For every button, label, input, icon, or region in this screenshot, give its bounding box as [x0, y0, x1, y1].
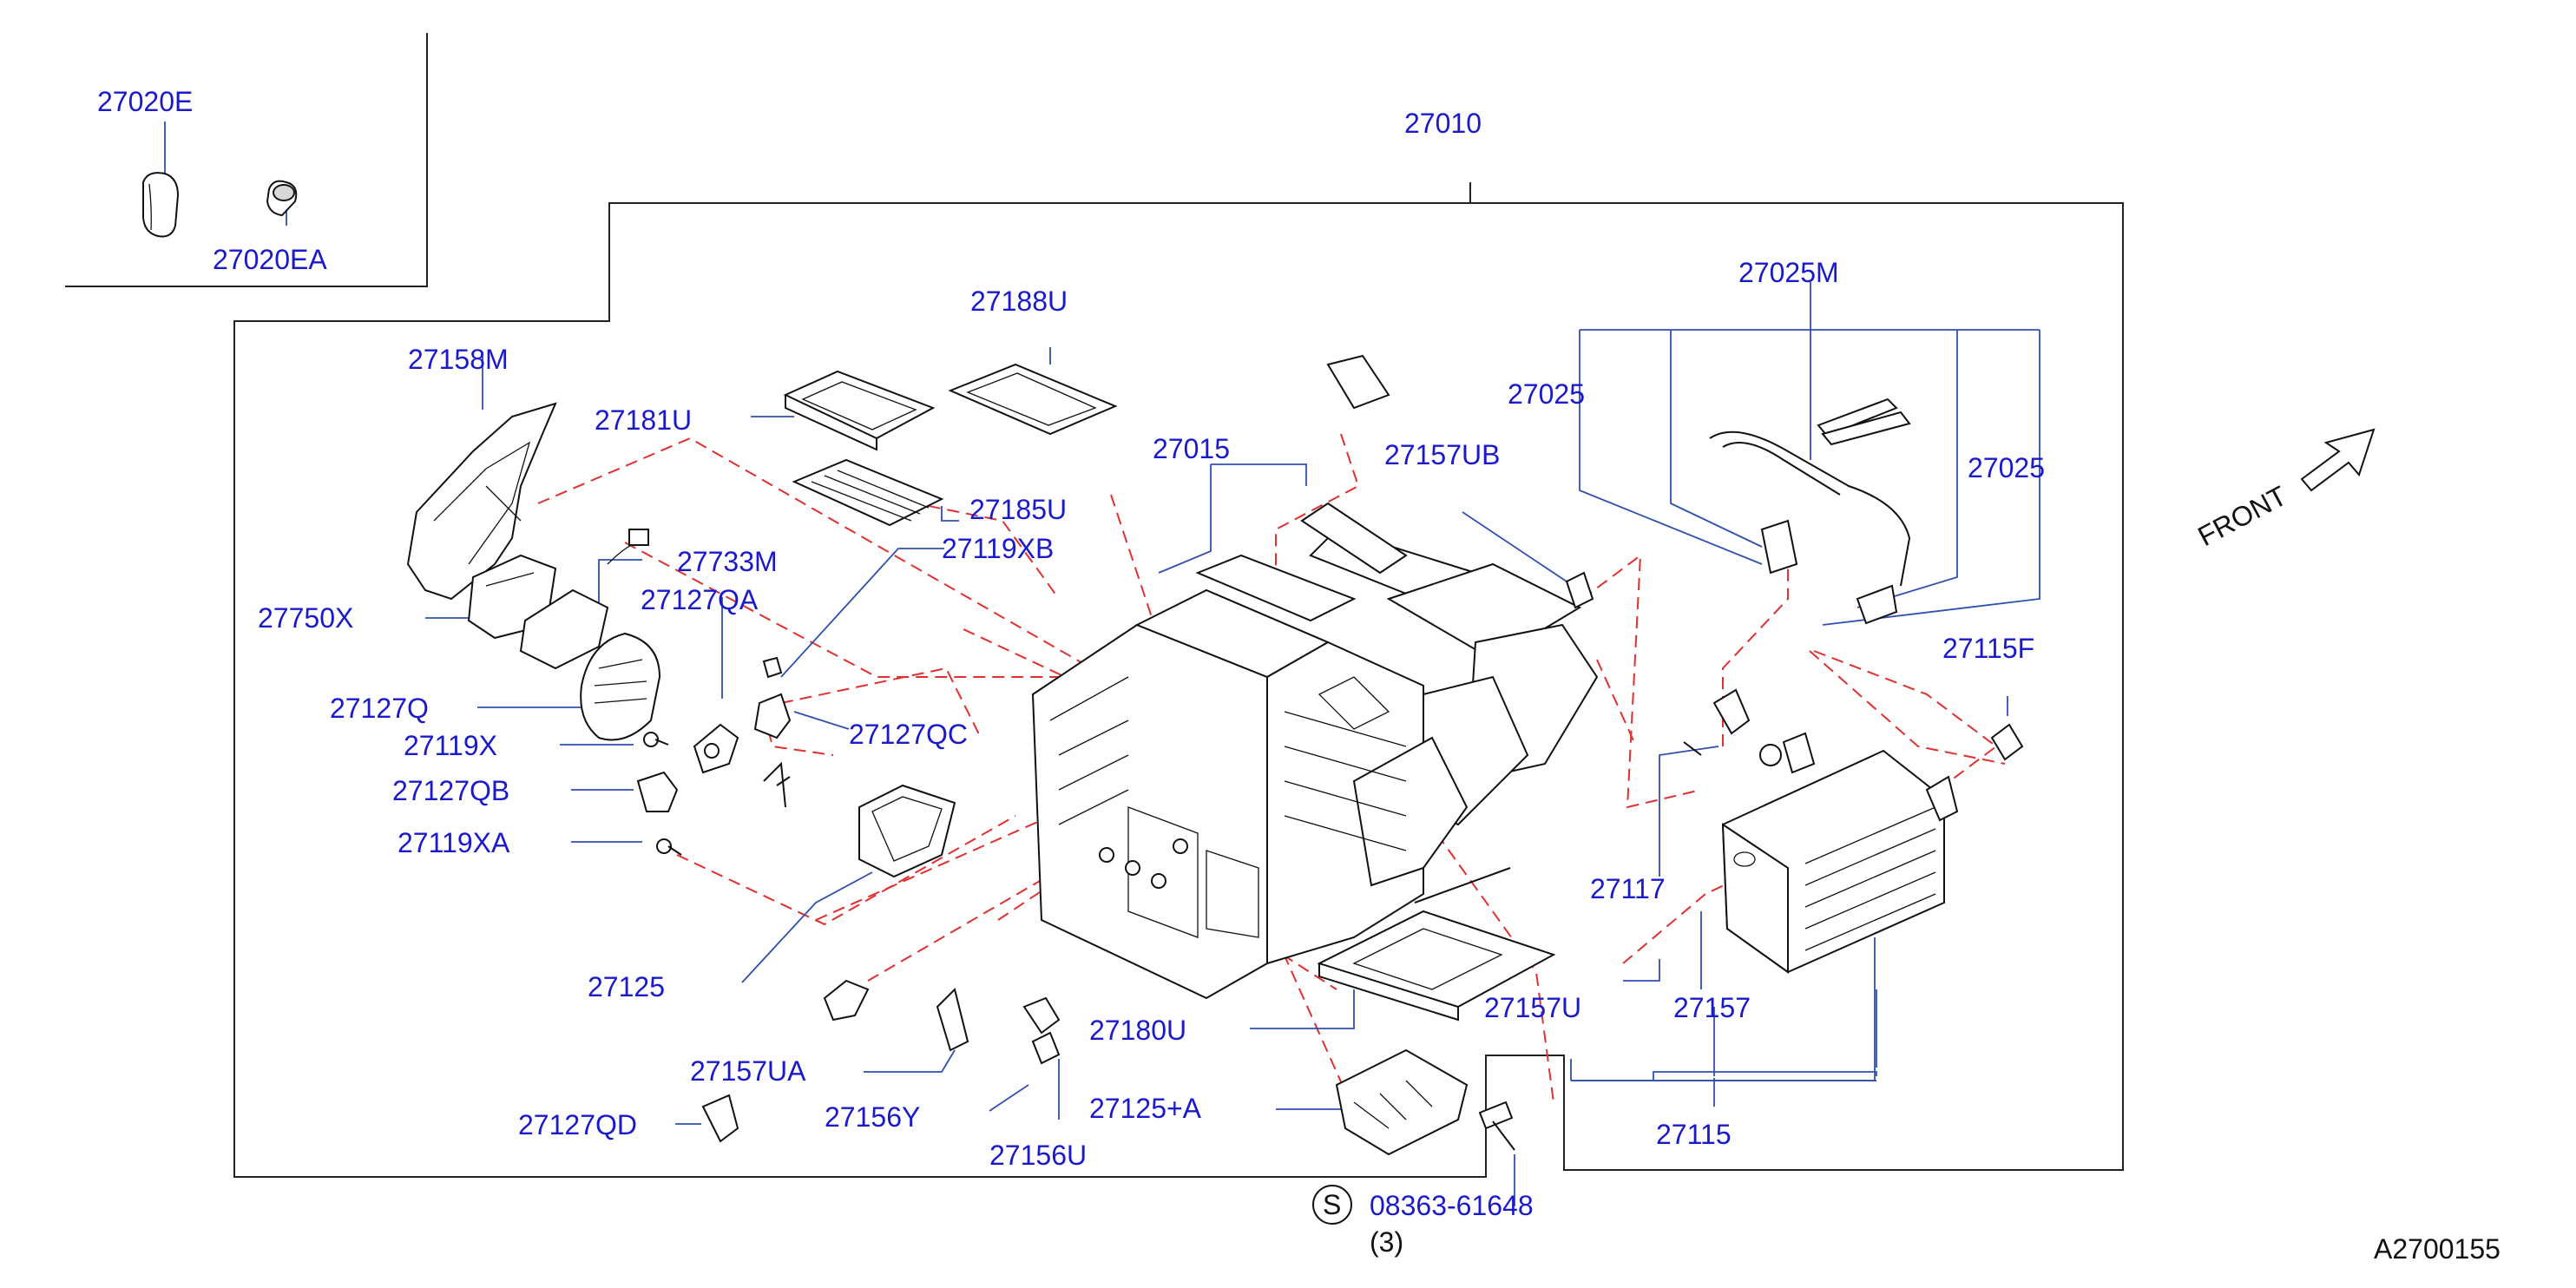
label-27181U: 27181U — [595, 404, 692, 436]
label-27117: 27117 — [1590, 873, 1666, 904]
label-27157U: 27157U — [1484, 992, 1581, 1023]
label-27020EA: 27020EA — [213, 244, 327, 275]
label-27010: 27010 — [1404, 108, 1482, 139]
bracket-27127QD — [701, 1094, 739, 1143]
main-assembly-frame — [233, 182, 2124, 1178]
screw-08363-61648 — [1478, 1101, 1515, 1151]
label-27158M: 27158M — [408, 344, 509, 375]
link-27156U — [1022, 996, 1061, 1035]
front-label: FRONT — [2192, 480, 2291, 553]
duct-27010 — [1300, 354, 1408, 575]
motor-27733M — [519, 529, 649, 670]
grommet-27020EA — [266, 180, 298, 217]
duct-27125 — [858, 784, 956, 878]
label-27119XA: 27119XA — [398, 827, 510, 858]
clip-27115F — [1990, 723, 2024, 761]
flap-27125-A — [1335, 1048, 1469, 1156]
filter-27185U — [792, 458, 944, 527]
label-27157UA: 27157UA — [690, 1055, 806, 1087]
label-27127Q: 27127Q — [330, 693, 429, 724]
front-arrow-icon — [2300, 428, 2376, 492]
label-27125-A: 27125+A — [1089, 1093, 1202, 1124]
heater-unit-27015 — [1031, 528, 1599, 1000]
hose-assembly-27025M — [1709, 398, 1911, 625]
door-27180U — [1317, 867, 1556, 1022]
label-27020E: 27020E — [97, 86, 193, 117]
filter-27188U — [948, 363, 1118, 436]
label-27025-a: 27025 — [1508, 378, 1585, 410]
leader-lines — [164, 122, 2040, 1206]
label-27157: 27157 — [1673, 992, 1751, 1023]
label-27180U: 27180U — [1089, 1015, 1186, 1046]
label-27127QB: 27127QB — [392, 775, 509, 806]
label-27025M: 27025M — [1738, 257, 1839, 288]
label-27119X: 27119X — [404, 730, 497, 761]
link-27157UA-b — [823, 979, 870, 1022]
screw-quantity: (3) — [1370, 1226, 1403, 1258]
label-27127QC: 27127QC — [849, 719, 968, 750]
label-27157UB: 27157UB — [1384, 439, 1500, 470]
intake-housing-27158M — [406, 402, 557, 601]
screw-symbol-circle — [1312, 1185, 1352, 1225]
spring-rod — [763, 761, 791, 808]
link-27156Y — [1031, 1031, 1061, 1065]
diagram-id: A2700155 — [2374, 1233, 2500, 1265]
clip-27119XB — [762, 656, 783, 679]
label-27127QA: 27127QA — [641, 584, 759, 615]
blower-case-27127Q — [580, 632, 661, 741]
seal-27157UB — [1565, 571, 1594, 609]
label-27127QD: 27127QD — [518, 1109, 637, 1140]
screw-code: 08363-61648 — [1370, 1190, 1534, 1221]
screw-27119X — [643, 732, 669, 747]
screw-spec: S 08363-61648 (3) — [1312, 1185, 1534, 1258]
label-27015: 27015 — [1153, 433, 1230, 464]
label-27115: 27115 — [1656, 1119, 1732, 1150]
label-27119XB: 27119XB — [942, 533, 1054, 564]
heater-core-27115 — [1721, 749, 1945, 974]
grommet-27020E — [142, 172, 180, 238]
label-27125: 27125 — [588, 971, 665, 1002]
screw-27119XA — [656, 838, 682, 856]
lever-27127QA — [693, 723, 739, 774]
label-27156U: 27156U — [989, 1140, 1087, 1171]
link-27157UA — [936, 988, 969, 1052]
label-27156Y: 27156Y — [825, 1101, 920, 1133]
label-27188U: 27188U — [970, 286, 1068, 317]
filter-27181U — [783, 370, 936, 451]
clamp-27117 — [1683, 688, 1816, 774]
label-27115F: 27115F — [1942, 633, 2034, 664]
small-parts-frame — [65, 33, 428, 287]
clamp-27157 — [1925, 775, 1959, 822]
bracket-27127QB — [636, 771, 679, 812]
label-27750X: 27750X — [258, 602, 353, 634]
label-27185U: 27185U — [969, 494, 1067, 525]
label-27733M: 27733M — [677, 546, 778, 577]
lever-27127QC — [753, 693, 792, 739]
label-27025-b: 27025 — [1968, 452, 2045, 483]
screw-symbol: S — [1323, 1189, 1341, 1220]
